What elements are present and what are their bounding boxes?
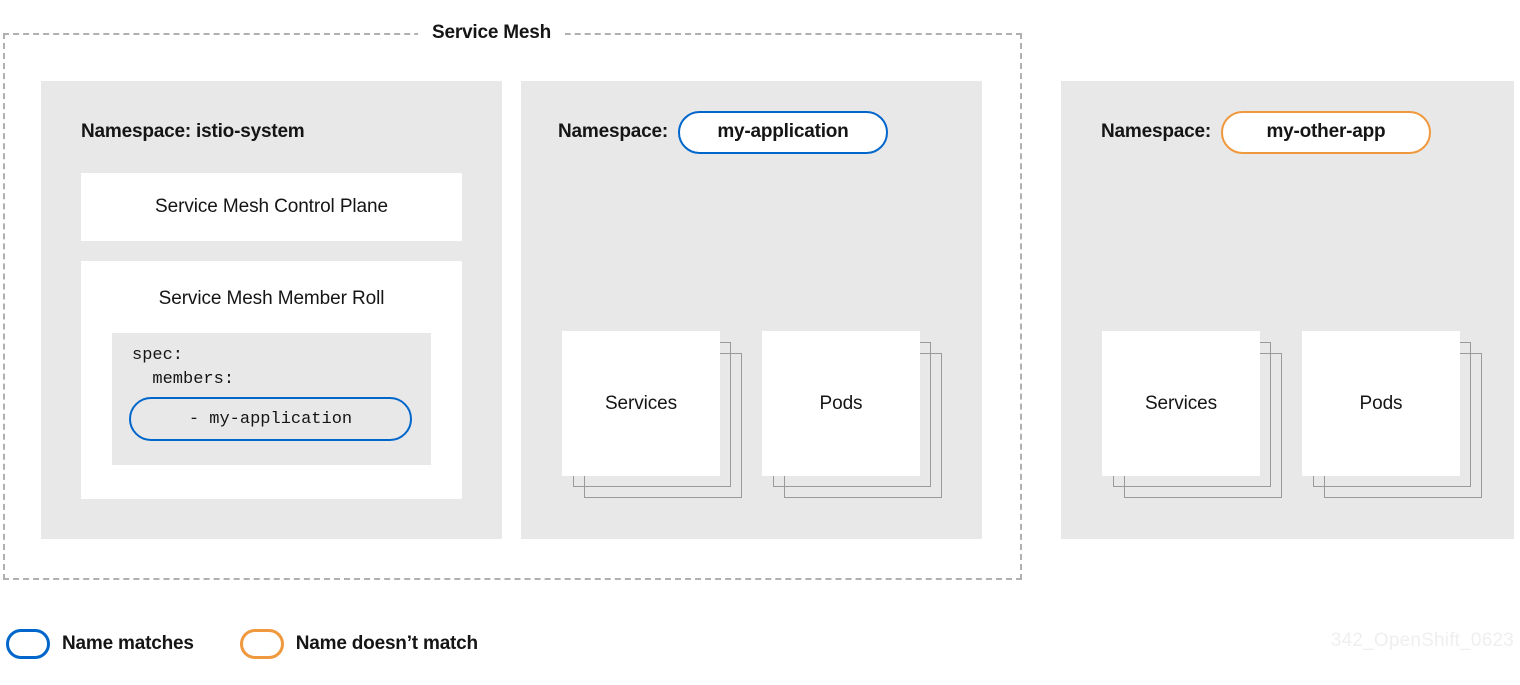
namespace-name-pill-my-application: my-application: [677, 110, 888, 154]
spec-code-block: spec: members: - my-application: [112, 333, 431, 465]
legend-item-name-matches: Name matches: [6, 629, 194, 659]
resource-label-pods: Pods: [1359, 392, 1403, 414]
resource-label-services: Services: [1144, 392, 1218, 414]
legend-label-name-matches: Name matches: [62, 633, 194, 654]
service-mesh-title: Service Mesh: [418, 21, 566, 45]
card-title-member-roll: Service Mesh Member Roll: [158, 288, 385, 309]
stack-sheet-front: Pods: [1302, 331, 1460, 476]
card-title-control-plane: Service Mesh Control Plane: [155, 196, 388, 217]
spec-code-line-members: members:: [132, 370, 235, 389]
stack-sheet-front: Services: [562, 331, 720, 476]
member-entry-text: - my-application: [188, 409, 353, 429]
namespace-prefix-label: Namespace:: [1101, 121, 1211, 142]
legend-swatch-orange-pill-icon: [239, 629, 284, 659]
namespace-name-pill-my-other-app: my-other-app: [1220, 110, 1431, 154]
resource-stack-pods-my-application: Pods: [762, 331, 942, 499]
namespace-heading-my-application: Namespace: my-application: [558, 110, 888, 154]
spec-code-line-spec: spec:: [132, 346, 184, 365]
stack-sheet-front: Pods: [762, 331, 920, 476]
legend-item-name-doesnt-match: Name doesn’t match: [239, 629, 478, 659]
legend-label-name-doesnt-match: Name doesn’t match: [295, 633, 478, 654]
namespace-prefix-label: Namespace:: [558, 121, 668, 142]
resource-label-services: Services: [604, 392, 678, 414]
namespace-heading-istio-system: Namespace: istio-system: [81, 119, 305, 145]
resource-stack-pods-my-other-app: Pods: [1302, 331, 1482, 499]
legend-swatch-blue-pill-icon: [6, 629, 50, 659]
legend: Name matches Name doesn’t match: [6, 628, 524, 660]
namespace-heading-label: Namespace: istio-system: [81, 121, 305, 142]
namespace-heading-my-other-app: Namespace: my-other-app: [1101, 110, 1431, 154]
resource-stack-services-my-application: Services: [562, 331, 742, 499]
stack-sheet-front: Services: [1102, 331, 1260, 476]
member-entry-highlight-pill: - my-application: [129, 397, 412, 441]
resource-label-pods: Pods: [819, 392, 863, 414]
watermark-asset-id: 342_OpenShift_0623: [1330, 630, 1514, 651]
card-service-mesh-control-plane: Service Mesh Control Plane: [81, 173, 462, 241]
card-service-mesh-member-roll: Service Mesh Member Roll spec: members: …: [81, 261, 462, 499]
resource-stack-services-my-other-app: Services: [1102, 331, 1282, 499]
